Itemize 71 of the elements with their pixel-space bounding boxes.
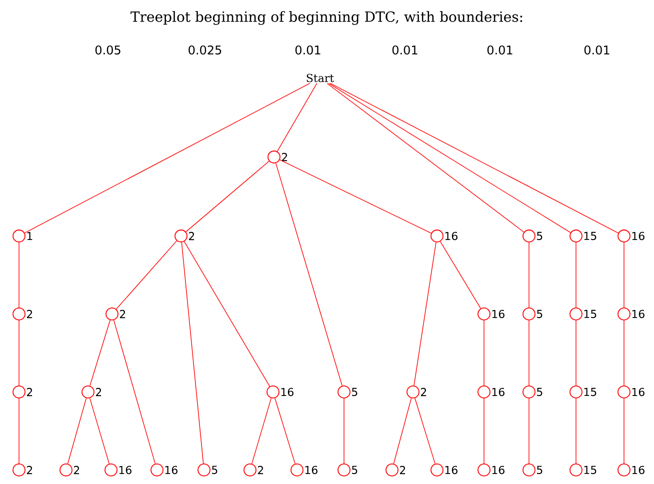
node-label: 16 bbox=[445, 466, 458, 474]
tree-line bbox=[274, 398, 296, 464]
node-label: 16 bbox=[305, 466, 318, 474]
node-label: 16 bbox=[632, 388, 644, 396]
tree-line bbox=[279, 159, 432, 234]
node-label: 2 bbox=[420, 388, 426, 396]
node-label: 2 bbox=[26, 310, 32, 318]
node-label: 15 bbox=[584, 232, 596, 240]
boundary-value: 0.05 bbox=[95, 45, 120, 55]
boundary-value: 0.025 bbox=[188, 45, 222, 55]
node-label: 5 bbox=[352, 466, 358, 474]
boundary-value: 0.01 bbox=[487, 45, 512, 55]
tree-line bbox=[24, 83, 310, 234]
node-label: 5 bbox=[352, 388, 358, 396]
tree-line bbox=[330, 83, 619, 234]
tree-line bbox=[89, 398, 110, 464]
tree-line bbox=[528, 242, 530, 308]
tree-line bbox=[251, 398, 272, 464]
node-label: 5 bbox=[537, 388, 542, 396]
node-label: 16 bbox=[632, 232, 644, 240]
node-label: 15 bbox=[584, 388, 596, 396]
node-label: 2 bbox=[96, 388, 102, 396]
start-label: Start bbox=[306, 74, 334, 82]
boundary-value: 0.01 bbox=[392, 45, 418, 55]
node-label: 15 bbox=[584, 310, 596, 318]
node-label: 16 bbox=[632, 466, 644, 474]
node-label: 16 bbox=[492, 388, 504, 396]
node-label: 15 bbox=[584, 466, 596, 474]
node-label: 2 bbox=[74, 466, 80, 474]
node-label: 16 bbox=[281, 388, 294, 396]
node-label: 16 bbox=[165, 466, 178, 474]
node-label: 16 bbox=[492, 310, 504, 318]
tree-line bbox=[113, 320, 156, 464]
node-label: 16 bbox=[445, 232, 458, 240]
tree-line bbox=[276, 83, 318, 152]
node-label: 2 bbox=[120, 310, 126, 318]
boundary-value: 0.01 bbox=[295, 45, 320, 55]
tree-line bbox=[528, 398, 530, 464]
tree-line bbox=[90, 320, 110, 386]
tree-line bbox=[276, 162, 343, 386]
tree-line bbox=[528, 320, 530, 386]
tree-line bbox=[184, 241, 270, 387]
tree-line bbox=[18, 398, 20, 464]
tree-line bbox=[67, 398, 87, 464]
node-label: 5 bbox=[537, 310, 542, 318]
node-label: 1 bbox=[27, 232, 32, 240]
tree-line bbox=[116, 240, 178, 310]
tree-line bbox=[18, 320, 20, 386]
tree-line bbox=[440, 241, 482, 309]
tree-line bbox=[186, 160, 270, 232]
node-label: 5 bbox=[212, 466, 218, 474]
node-label: 16 bbox=[492, 466, 504, 474]
node-label: 2 bbox=[282, 152, 288, 162]
tree-line bbox=[393, 398, 412, 464]
node-label: 5 bbox=[537, 466, 542, 474]
node-label: 16 bbox=[632, 310, 644, 318]
tree-line bbox=[414, 242, 436, 386]
node-label: 16 bbox=[119, 466, 132, 474]
boundary-value: 0.01 bbox=[584, 45, 610, 55]
tree-line bbox=[18, 242, 20, 308]
node-label: 2 bbox=[400, 466, 406, 474]
node-label: 2 bbox=[26, 466, 32, 474]
node-label: 2 bbox=[188, 232, 194, 240]
node-label: 2 bbox=[26, 388, 32, 396]
tree-line bbox=[328, 83, 571, 233]
tree-line bbox=[414, 398, 436, 464]
title: Treeplot beginning of beginning DTC, with bounderies: bbox=[130, 11, 522, 25]
tree-line bbox=[181, 242, 204, 464]
node-label: 5 bbox=[537, 232, 542, 240]
node-label: 2 bbox=[258, 466, 264, 474]
tree-line bbox=[326, 83, 524, 232]
